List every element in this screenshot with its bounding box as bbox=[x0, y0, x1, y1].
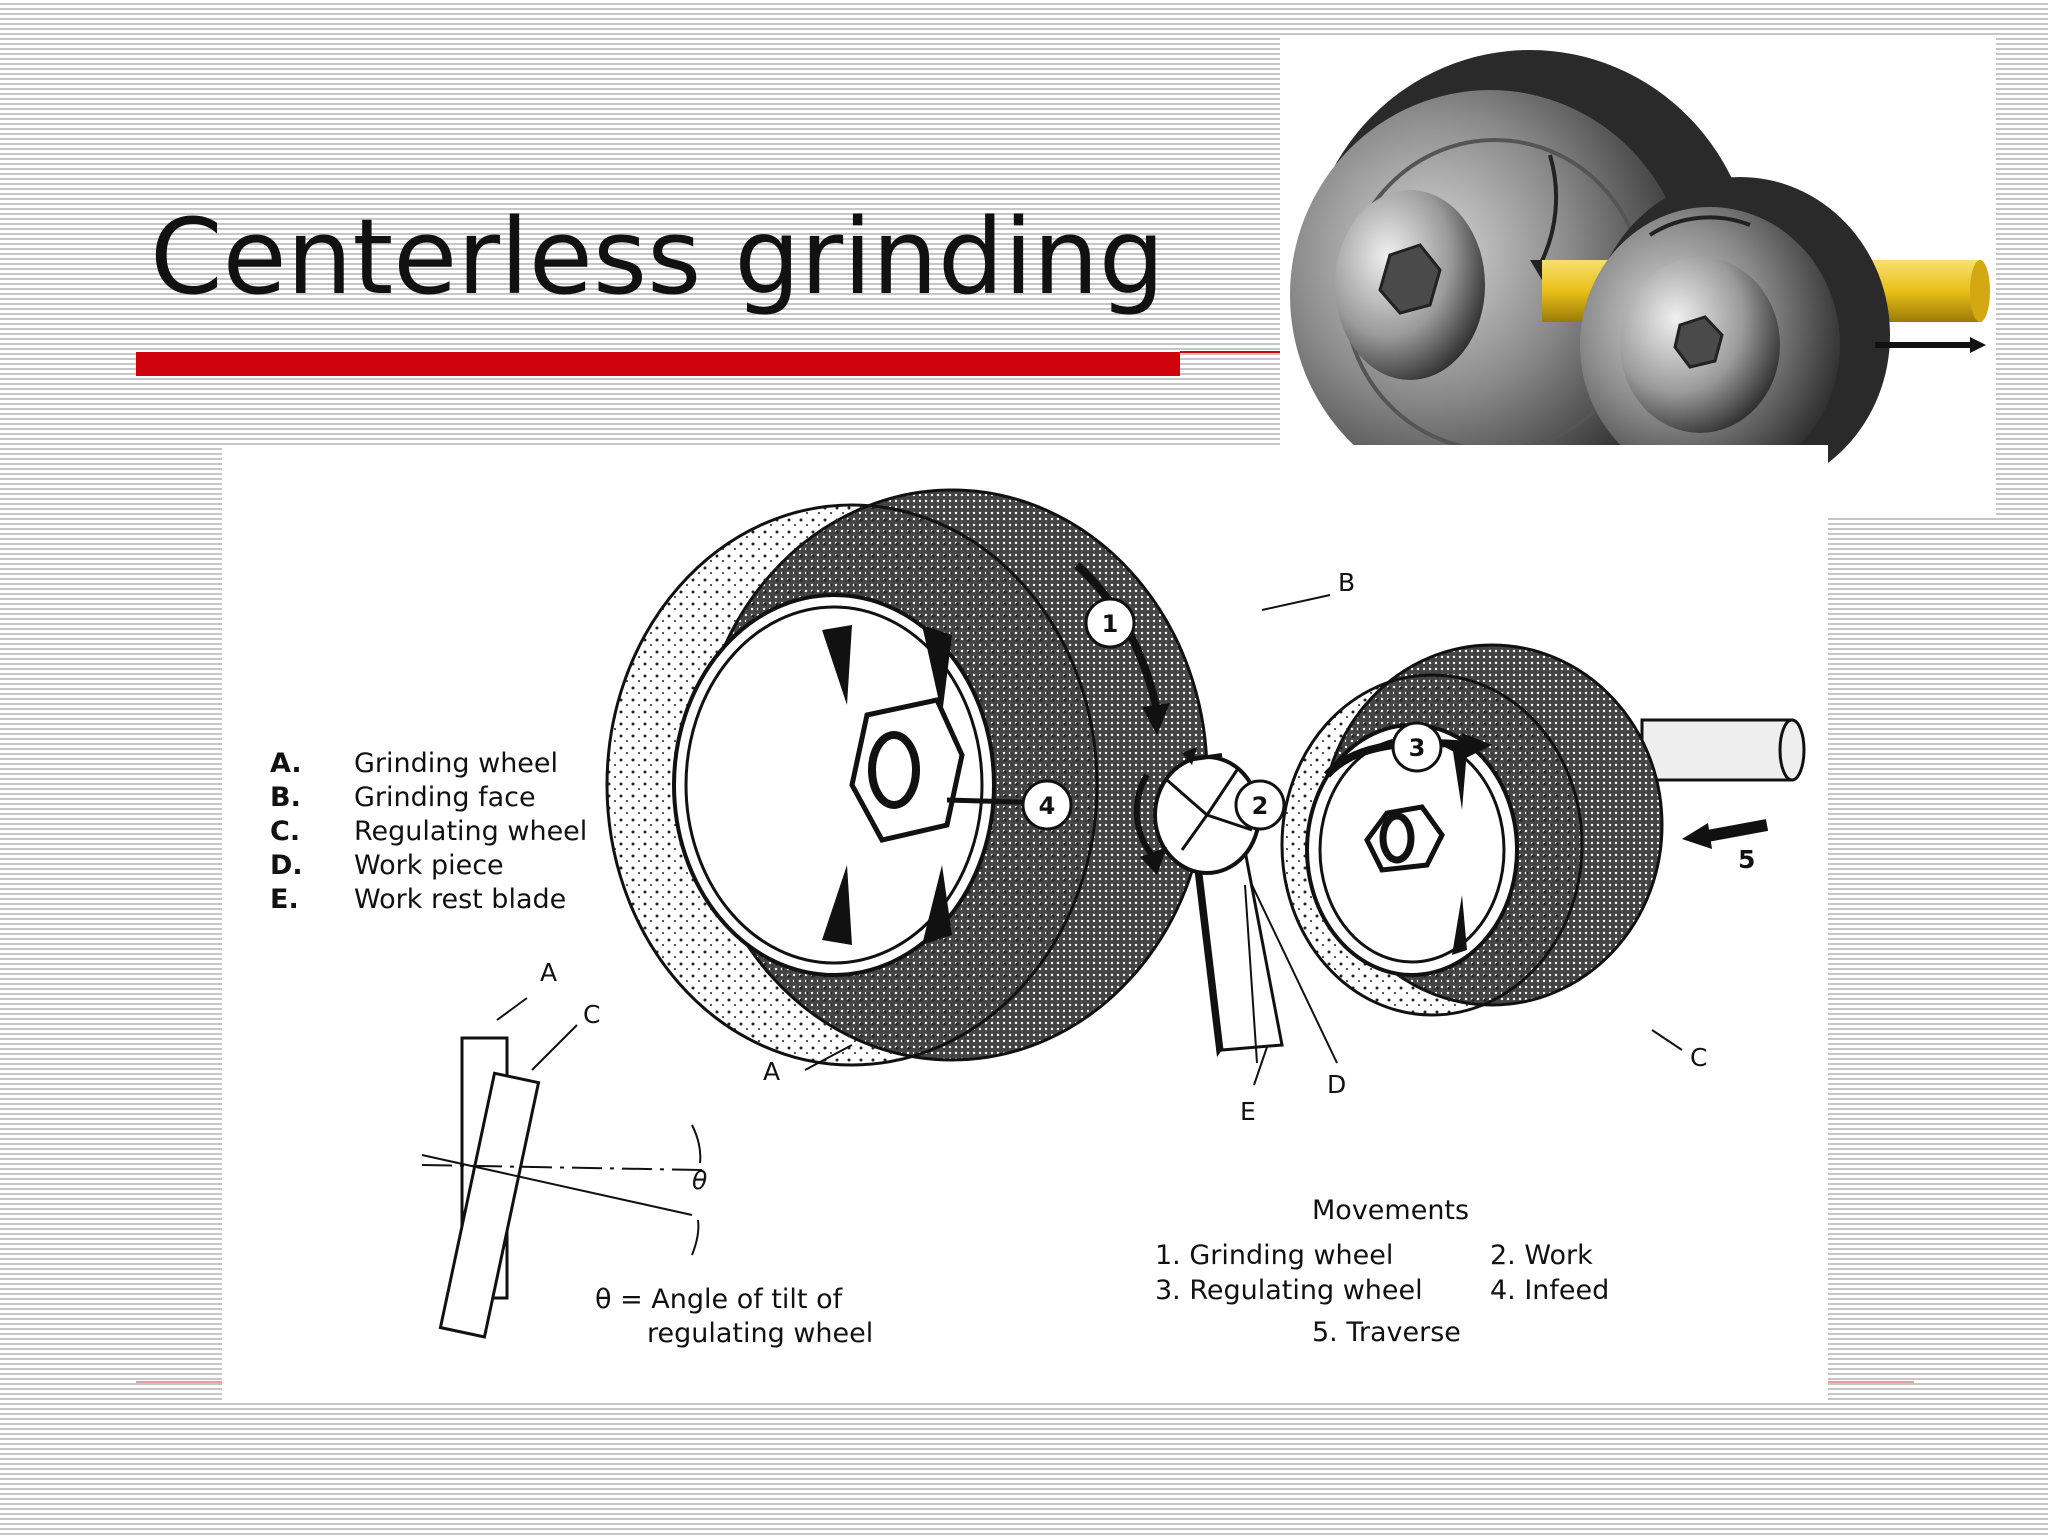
title-thin-line bbox=[1180, 351, 1280, 353]
legend-letter: A. bbox=[270, 747, 302, 779]
legend-letter: E. bbox=[270, 883, 299, 915]
circle-number-2: 2 bbox=[1252, 792, 1269, 820]
legend-text: Grinding face bbox=[354, 781, 536, 813]
legend-text: Regulating wheel bbox=[354, 815, 588, 847]
tilt-angle-diagram bbox=[421, 997, 703, 1339]
centerless-grinding-diagram: 1 2 3 4 bbox=[222, 445, 1828, 1400]
tilt-label-c: C bbox=[583, 1000, 601, 1029]
legend-item: A. Grinding wheel bbox=[270, 746, 587, 780]
legend-item: B. Grinding face bbox=[270, 780, 587, 814]
legend-text: Work rest blade bbox=[354, 883, 567, 915]
leader-b bbox=[1261, 594, 1331, 611]
movement-item: 1. Grinding wheel bbox=[1155, 1240, 1394, 1271]
grinding-wheel bbox=[605, 488, 1209, 1067]
photo-illustration bbox=[1290, 50, 1990, 510]
movements-title: Movements bbox=[1312, 1195, 1470, 1226]
legend-text: Work piece bbox=[354, 849, 504, 881]
leader-e bbox=[1253, 1046, 1268, 1086]
movement-item: 5. Traverse bbox=[1312, 1317, 1461, 1348]
leader-d bbox=[1251, 884, 1338, 1064]
circle-number-1: 1 bbox=[1102, 610, 1119, 638]
legend-item: E. Work rest blade bbox=[270, 882, 587, 916]
movement-item: 3. Regulating wheel bbox=[1155, 1275, 1423, 1306]
movement-circle-1 bbox=[1084, 597, 1136, 649]
circle-number-4: 4 bbox=[1039, 792, 1056, 820]
legend-letter: D. bbox=[270, 849, 303, 881]
legend: A. Grinding wheel B. Grinding face C. Re… bbox=[270, 746, 587, 916]
footer-line-left bbox=[136, 1381, 226, 1383]
movement-item: 2. Work bbox=[1490, 1240, 1593, 1271]
callout-5: 5 bbox=[1738, 845, 1756, 874]
theta-label: θ bbox=[692, 1166, 708, 1195]
leader-a bbox=[804, 1044, 853, 1071]
legend-item: D. Work piece bbox=[270, 848, 587, 882]
slide-title: Centerless grinding bbox=[150, 196, 1165, 318]
traverse-arrow-icon bbox=[1700, 819, 1769, 843]
regulating-wheel-rotation-arrow-icon bbox=[1323, 739, 1468, 778]
diagram-drawing: 1 2 3 4 bbox=[421, 488, 1806, 1339]
circle-number-3: 3 bbox=[1409, 734, 1426, 762]
tilt-caption: θ = Angle of tilt of regulating wheel bbox=[595, 1283, 873, 1351]
title-underline-bar bbox=[136, 352, 1180, 376]
hex-nut-icon bbox=[849, 697, 965, 843]
movement-circle-2 bbox=[1234, 779, 1286, 831]
legend-letter: C. bbox=[270, 815, 301, 847]
regulating-wheel-shaft bbox=[1640, 718, 1794, 782]
callout-b: B bbox=[1338, 568, 1356, 597]
movement-circle-4 bbox=[1021, 779, 1073, 831]
centerless-grinding-photo bbox=[1280, 35, 1996, 517]
tilt-caption-line-1: θ = Angle of tilt of bbox=[595, 1284, 843, 1315]
callout-a: A bbox=[763, 1057, 781, 1086]
callout-c: C bbox=[1690, 1043, 1708, 1072]
movement-item: 4. Infeed bbox=[1490, 1275, 1610, 1306]
legend-letter: B. bbox=[270, 781, 301, 813]
callout-d: D bbox=[1327, 1070, 1347, 1099]
movement-circle-3 bbox=[1391, 721, 1443, 773]
footer-line-right bbox=[1826, 1381, 1914, 1383]
leader-c bbox=[1651, 1029, 1683, 1051]
callout-e: E bbox=[1240, 1097, 1256, 1126]
work-rest-blade bbox=[1192, 833, 1284, 1057]
tilt-label-a: A bbox=[540, 958, 558, 987]
tilt-caption-line-2: regulating wheel bbox=[647, 1318, 874, 1349]
legend-text: Grinding wheel bbox=[354, 747, 559, 779]
legend-item: C. Regulating wheel bbox=[270, 814, 587, 848]
